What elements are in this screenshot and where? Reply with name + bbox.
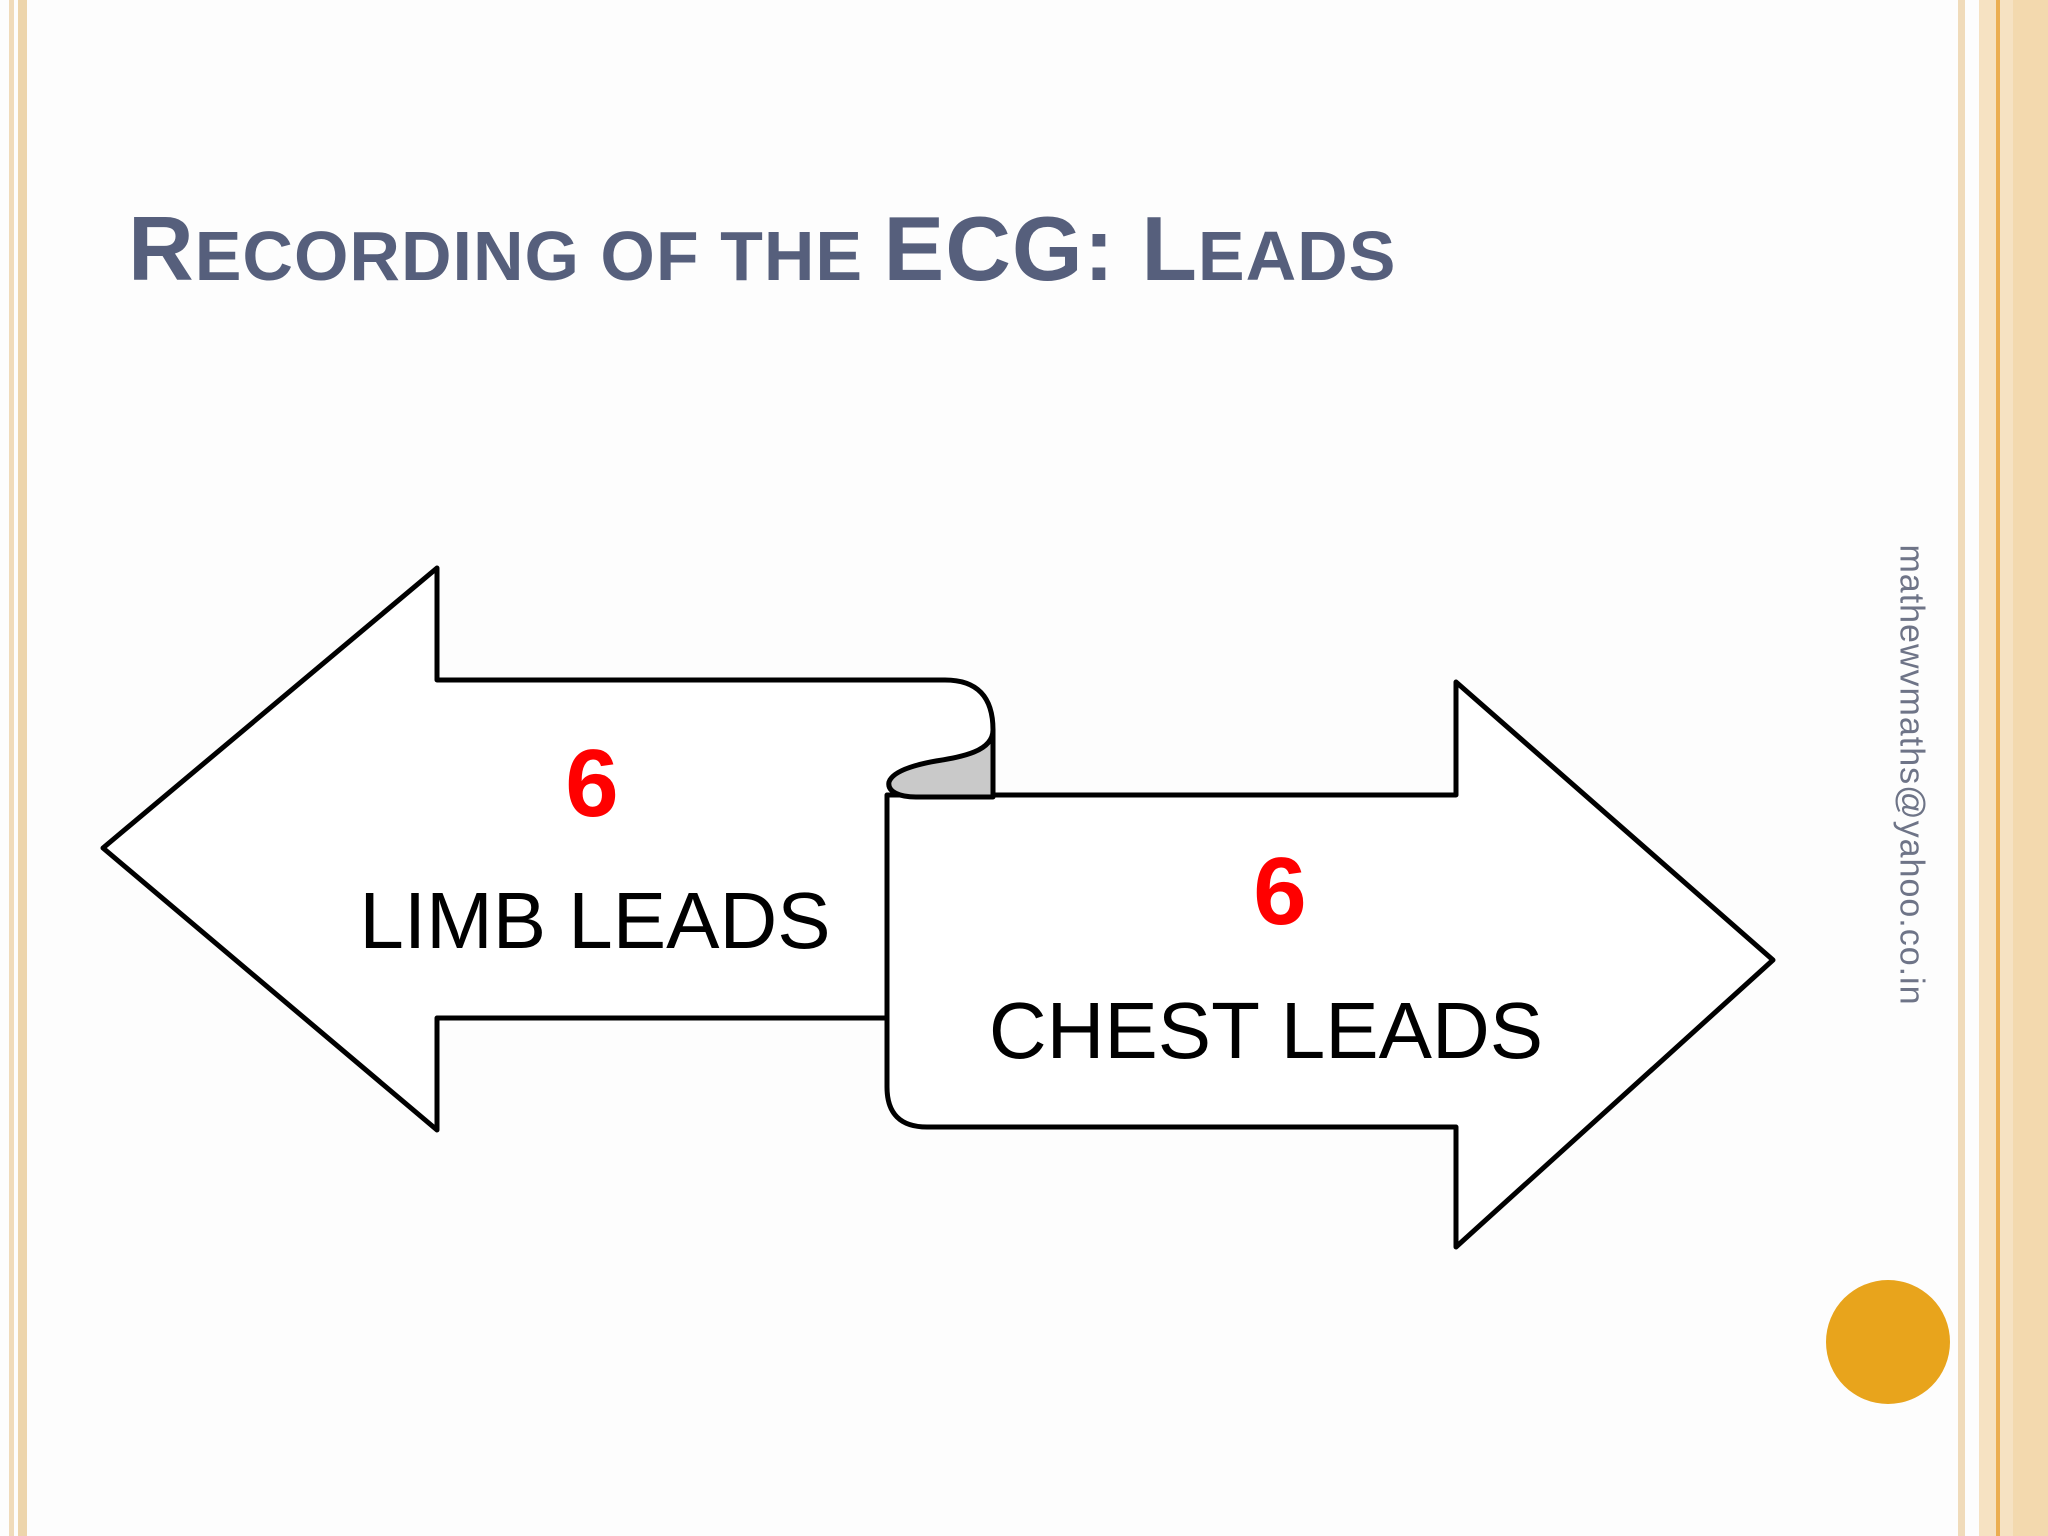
limb-leads-count: 6 bbox=[565, 730, 618, 837]
slide-title: RECORDING OF THE ECG: LEADS bbox=[128, 204, 1396, 295]
title-segment: L bbox=[1141, 199, 1198, 300]
ribbon-fold bbox=[886, 727, 996, 800]
limb-leads-arrow bbox=[100, 565, 996, 1133]
chest-leads-label: CHEST LEADS bbox=[989, 986, 1543, 1075]
title-segment: R bbox=[128, 199, 195, 300]
title-segment: ECG: bbox=[883, 199, 1142, 300]
left-border-stripe-inner bbox=[9, 0, 14, 1536]
title-segment: ECORDING OF THE bbox=[194, 217, 884, 295]
right-border-stripe bbox=[1958, 0, 1965, 1536]
title-segment: EADS bbox=[1197, 217, 1397, 295]
decor-circle bbox=[1826, 1280, 1950, 1404]
limb-leads-label: LIMB LEADS bbox=[359, 876, 830, 965]
watermark-email: mathewvmaths@yahoo.co.in bbox=[1892, 544, 1931, 1006]
right-border-band-line bbox=[1996, 0, 2000, 1536]
left-border-stripe-outer bbox=[18, 0, 27, 1536]
chest-leads-arrow bbox=[884, 679, 1776, 1250]
chest-leads-count: 6 bbox=[1253, 838, 1306, 945]
right-border-band-outer bbox=[2013, 0, 2048, 1536]
